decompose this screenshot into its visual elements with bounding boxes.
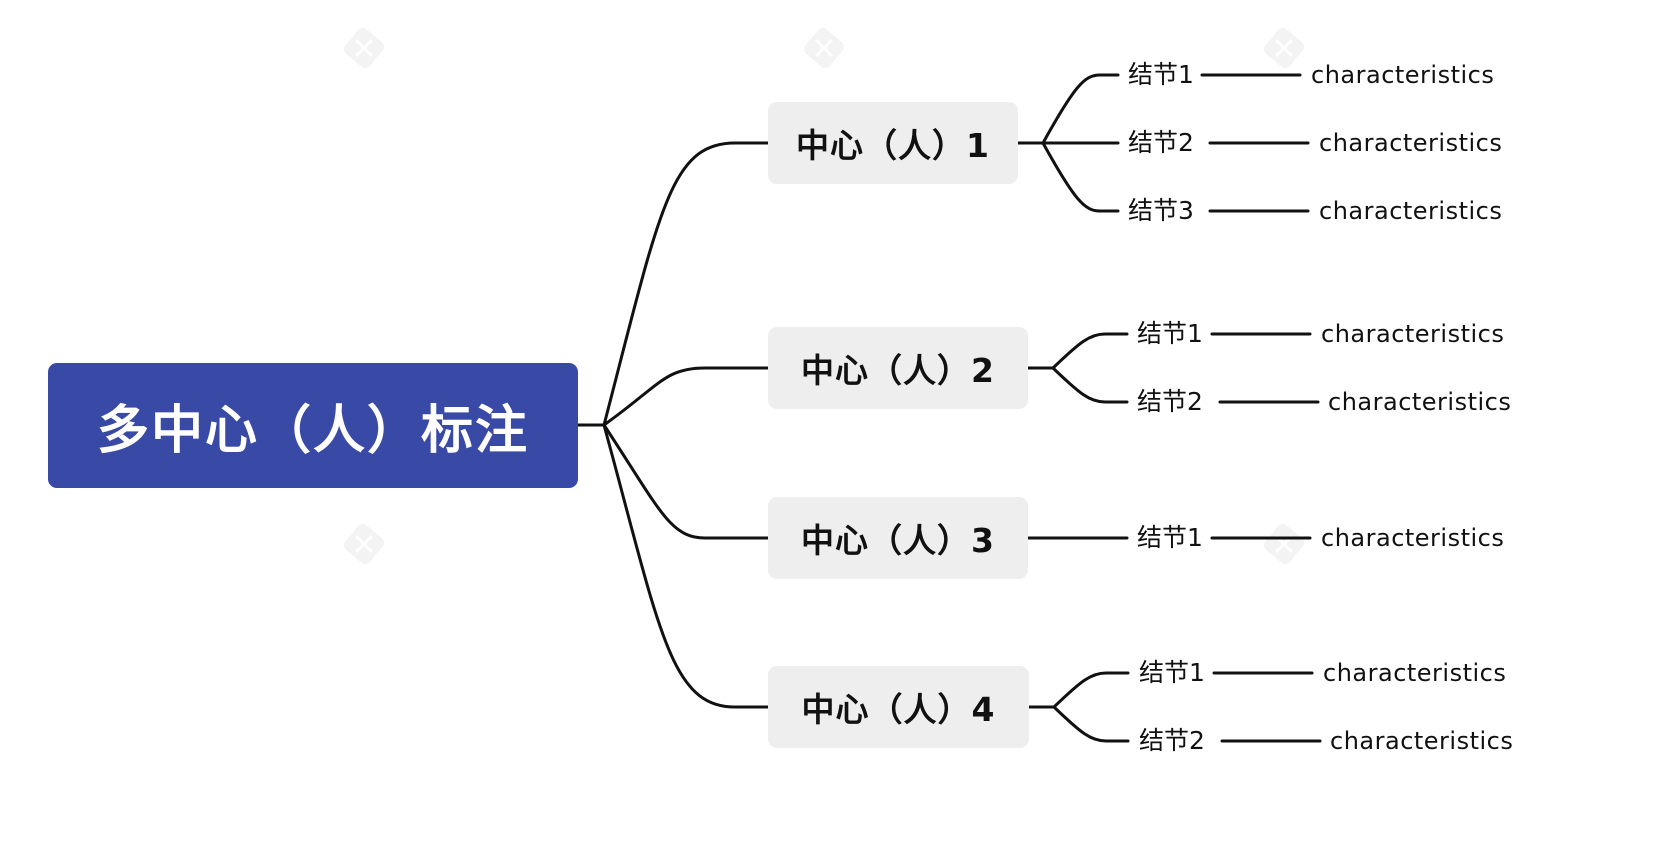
subtopic-characteristics[interactable]: characteristics [1323, 659, 1507, 687]
xmind-watermark-icon [803, 28, 845, 69]
subtopic-characteristics[interactable]: characteristics [1321, 524, 1505, 552]
subbranch-connector [1041, 141, 1120, 213]
xmind-watermark-icon [343, 28, 385, 69]
branch-connector-3 [602, 423, 770, 540]
branch-connector-2 [602, 366, 770, 427]
branch-connector-4 [602, 423, 770, 709]
subtopic-nodule[interactable]: 结节3 [1128, 196, 1194, 225]
branch-connector-1 [602, 141, 770, 427]
main-topic-2[interactable]: 中心（人）2 [768, 327, 1028, 409]
subtopic-characteristics[interactable]: characteristics [1330, 727, 1514, 755]
central-topic[interactable]: 多中心（人）标注 [48, 363, 578, 488]
subtopic-nodule[interactable]: 结节2 [1128, 128, 1194, 157]
subtopic-nodule[interactable]: 结节1 [1137, 523, 1203, 552]
xmind-watermark-icon [1263, 28, 1305, 69]
subbranch-connector [1051, 366, 1129, 404]
subbranch-connector [1052, 671, 1130, 709]
subtopic-characteristics[interactable]: characteristics [1321, 320, 1505, 348]
subbranch-connector [1051, 332, 1129, 370]
subbranch-connector [1052, 705, 1130, 743]
main-topic-4[interactable]: 中心（人）4 [768, 666, 1029, 748]
subtopic-characteristics[interactable]: characteristics [1319, 197, 1503, 225]
xmind-watermark-icon [343, 524, 385, 565]
subtopic-characteristics[interactable]: characteristics [1319, 129, 1503, 157]
subtopic-characteristics[interactable]: characteristics [1311, 61, 1495, 89]
subtopic-nodule[interactable]: 结节2 [1139, 726, 1205, 755]
subtopic-nodule[interactable]: 结节1 [1128, 60, 1194, 89]
subtopic-characteristics[interactable]: characteristics [1328, 388, 1512, 416]
subtopic-nodule[interactable]: 结节1 [1137, 319, 1203, 348]
main-topic-3[interactable]: 中心（人）3 [768, 497, 1028, 579]
subtopic-nodule[interactable]: 结节1 [1139, 658, 1205, 687]
subbranch-connector [1041, 73, 1120, 145]
main-topic-1[interactable]: 中心（人）1 [768, 102, 1018, 184]
subtopic-nodule[interactable]: 结节2 [1137, 387, 1203, 416]
